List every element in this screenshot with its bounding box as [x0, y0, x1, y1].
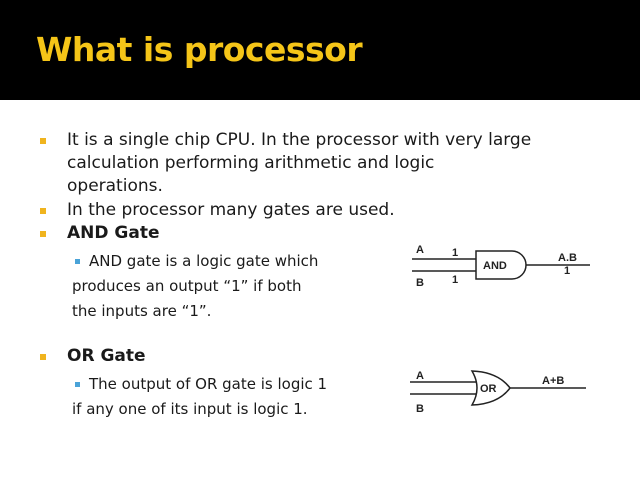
and-gate-heading: AND Gate [67, 223, 160, 243]
or-gate-symbol [470, 370, 511, 406]
and-output-value: 1 [564, 265, 570, 277]
bullet-text-line: operations. [67, 176, 163, 196]
bullet-marker [40, 231, 46, 237]
or-gate-text-line: The output of OR gate is logic 1 [89, 375, 328, 393]
or-input-b-label: B [416, 403, 424, 415]
bullet-marker [40, 208, 46, 214]
sub-bullet-marker [75, 259, 80, 264]
and-gate-label: AND [483, 260, 507, 272]
and-gate-text-line: AND gate is a logic gate which [89, 252, 319, 270]
bullet-text-line: calculation performing arithmetic and lo… [67, 153, 435, 173]
or-gate-heading: OR Gate [67, 346, 146, 366]
or-input-a-label: A [416, 370, 424, 382]
bullet-marker [40, 354, 46, 360]
slide-title: What is processor [36, 30, 363, 69]
and-output-label: A.B [558, 252, 577, 264]
and-input-b-label: B [416, 277, 424, 289]
or-gate-label: OR [480, 383, 497, 395]
and-gate-symbol [475, 250, 527, 280]
and-input-b-value: 1 [452, 274, 458, 286]
or-output-label: A+B [542, 375, 564, 387]
bullet-marker [40, 138, 46, 144]
or-gate-diagram: A B OR A+B [410, 370, 586, 415]
and-gate-diagram: A B 1 1 AND A.B 1 [412, 244, 590, 289]
title-bar: What is processor [0, 0, 640, 100]
sub-bullet-marker [75, 382, 80, 387]
and-gate-text-line: the inputs are “1”. [72, 302, 212, 320]
or-gate-text-line: if any one of its input is logic 1. [72, 400, 308, 418]
and-input-a-value: 1 [452, 247, 458, 259]
and-gate-text-line: produces an output “1” if both [72, 277, 302, 295]
and-input-a-label: A [416, 244, 424, 256]
bullet-text-line: It is a single chip CPU. In the processo… [67, 130, 532, 150]
bullet-text-line: In the processor many gates are used. [67, 200, 395, 220]
